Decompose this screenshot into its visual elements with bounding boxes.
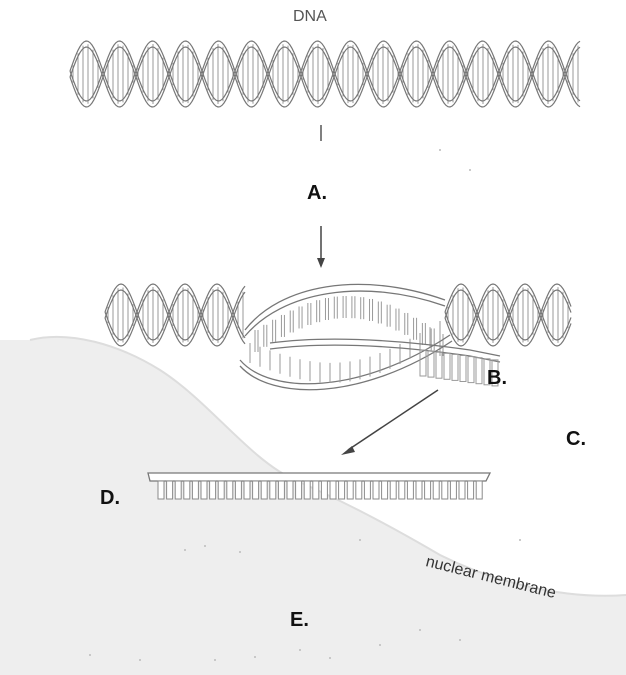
- backbone-strand: [105, 290, 245, 346]
- speckle: [379, 644, 381, 646]
- mrna-base: [184, 481, 190, 499]
- cytoplasm-region: [0, 337, 626, 675]
- mrna-base: [390, 481, 396, 499]
- label-e: E.: [290, 610, 309, 630]
- mrna-base: [235, 481, 241, 499]
- mrna-base: [270, 481, 276, 499]
- mrna-base: [459, 481, 465, 499]
- mrna-base: [476, 481, 482, 499]
- rna-base: [436, 352, 442, 378]
- mrna-base: [253, 481, 259, 499]
- mrna-base: [407, 481, 413, 499]
- mrna-base: [158, 481, 164, 499]
- mrna-base: [450, 481, 456, 499]
- mrna-backbone: [148, 473, 490, 481]
- mrna-base: [399, 481, 405, 499]
- speckle: [469, 169, 471, 171]
- mrna-base: [287, 481, 293, 499]
- mrna-base: [192, 481, 198, 499]
- speckle: [184, 549, 186, 551]
- mrna-base: [218, 481, 224, 499]
- mrna-base: [313, 481, 319, 499]
- arrow-down: [317, 226, 325, 268]
- backbone-strand: [105, 284, 245, 340]
- mrna-base: [321, 481, 327, 499]
- speckle: [239, 551, 241, 553]
- backbone-strand: [105, 290, 245, 346]
- rna-base: [452, 354, 458, 380]
- mrna-base: [356, 481, 362, 499]
- rna-base: [420, 350, 426, 376]
- label-b: B.: [487, 368, 507, 388]
- mrna-base: [382, 481, 388, 499]
- mrna-base: [468, 481, 474, 499]
- rna-base: [460, 356, 466, 382]
- label-d: D.: [100, 488, 120, 508]
- mrna-base: [416, 481, 422, 499]
- mrna-base: [175, 481, 181, 499]
- mrna-base: [425, 481, 431, 499]
- mrna-base: [339, 481, 345, 499]
- emerging-mrna: [270, 339, 500, 386]
- arrow-diagonal: [341, 390, 438, 455]
- mrna-base: [330, 481, 336, 499]
- mrna-base: [364, 481, 370, 499]
- mrna-base: [347, 481, 353, 499]
- speckle: [204, 545, 206, 547]
- mrna-base: [210, 481, 216, 499]
- rna-base: [444, 353, 450, 379]
- speckle: [329, 657, 331, 659]
- label-c: C.: [566, 429, 586, 449]
- dna-double-helix: [70, 41, 580, 107]
- speckle: [254, 656, 256, 658]
- mrna-base: [201, 481, 207, 499]
- speckle: [139, 659, 141, 661]
- speckle: [519, 539, 521, 541]
- speckle: [439, 149, 441, 151]
- mrna-base: [373, 481, 379, 499]
- rna-base: [468, 357, 474, 383]
- mrna-base: [227, 481, 233, 499]
- backbone-strand: [105, 284, 245, 340]
- speckle: [419, 629, 421, 631]
- mrna-base: [167, 481, 173, 499]
- mrna-base: [304, 481, 310, 499]
- coding-strand: [245, 291, 445, 336]
- label-a: A.: [307, 183, 327, 203]
- mrna-base: [278, 481, 284, 499]
- mrna-base: [261, 481, 267, 499]
- speckle: [359, 539, 361, 541]
- mrna-base: [244, 481, 250, 499]
- speckle: [299, 649, 301, 651]
- mrna-base: [296, 481, 302, 499]
- mrna-base: [433, 481, 439, 499]
- rna-base: [476, 358, 482, 384]
- unwinding-dna: [105, 284, 571, 346]
- speckle: [459, 639, 461, 641]
- mrna-base: [442, 481, 448, 499]
- speckle: [214, 659, 216, 661]
- speckle: [89, 654, 91, 656]
- dna-title: DNA: [293, 8, 327, 26]
